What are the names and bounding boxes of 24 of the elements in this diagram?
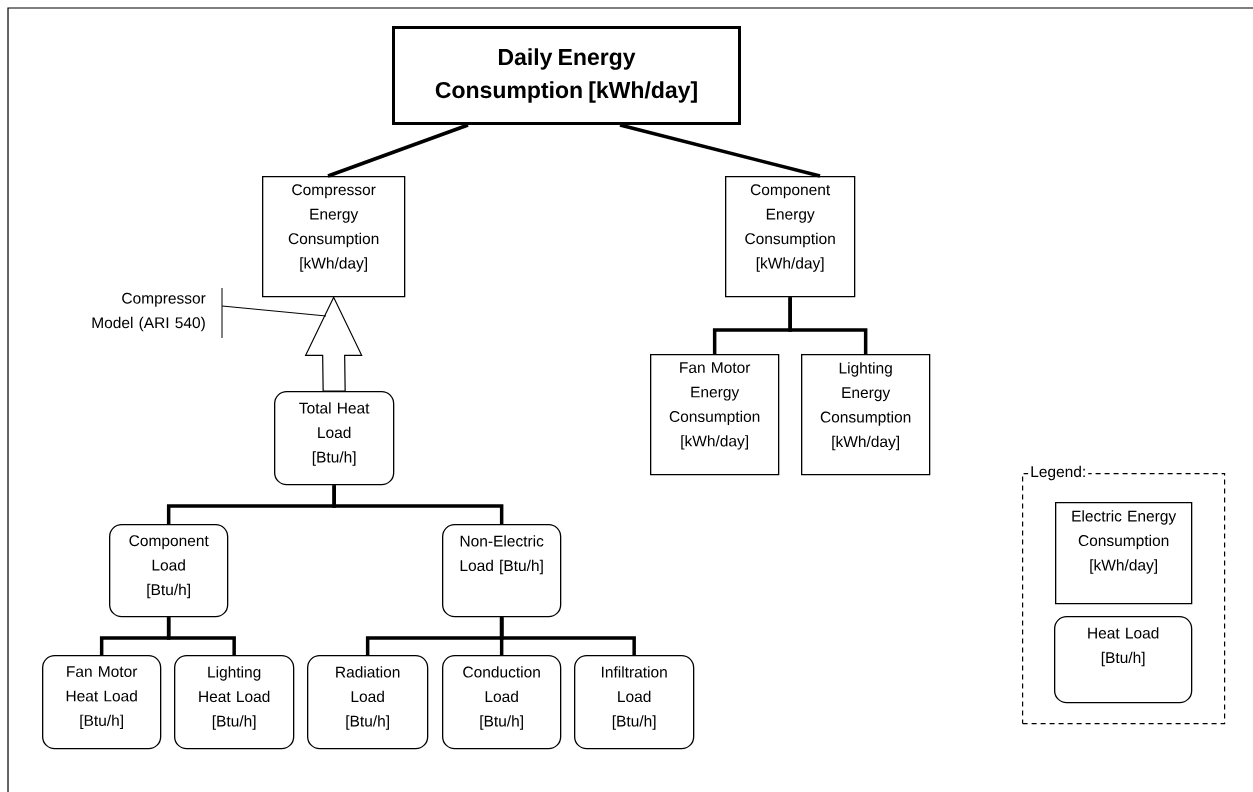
heat-load-box: Heat Load [Btu/h] [1054, 616, 1193, 704]
heat-load-box: Total Heat Load [Btu/h] [274, 391, 395, 486]
connector-line [619, 123, 821, 178]
heat-load-box: Radiation Load [Btu/h] [307, 655, 429, 750]
callout-text: Compressor Model (ARI 540) [92, 292, 206, 332]
energy-box: Component Energy Consumption [kWh/day] [725, 176, 856, 298]
heat-load-box: Component Load [Btu/h] [109, 524, 229, 618]
heat-load-box: Infiltration Load [Btu/h] [574, 655, 695, 750]
energy-box: Electric Energy Consumption [kWh/day] [1055, 502, 1193, 605]
energy-box: Fan Motor Energy Consumption [kWh/day] [650, 354, 780, 476]
heat-load-box: Fan Motor Heat Load [Btu/h] [42, 655, 162, 750]
heat-load-box: Non-Electric Load [Btu/h] [442, 524, 562, 618]
energy-box: Lighting Energy Consumption [kWh/day] [801, 354, 931, 476]
connector-line [788, 297, 868, 354]
heat-load-box: Lighting Heat Load [Btu/h] [174, 655, 295, 750]
leader-line [221, 305, 327, 317]
heat-load-box: Conduction Load [Btu/h] [442, 655, 562, 750]
connector-line [332, 485, 504, 524]
title-box: Daily Energy Consumption [kWh/day] [392, 26, 741, 125]
block-arrow [304, 295, 363, 392]
connector-line [166, 617, 236, 655]
connector-line [499, 617, 636, 655]
energy-box: Compressor Energy Consumption [kWh/day] [262, 176, 406, 298]
connector-line [327, 123, 469, 178]
